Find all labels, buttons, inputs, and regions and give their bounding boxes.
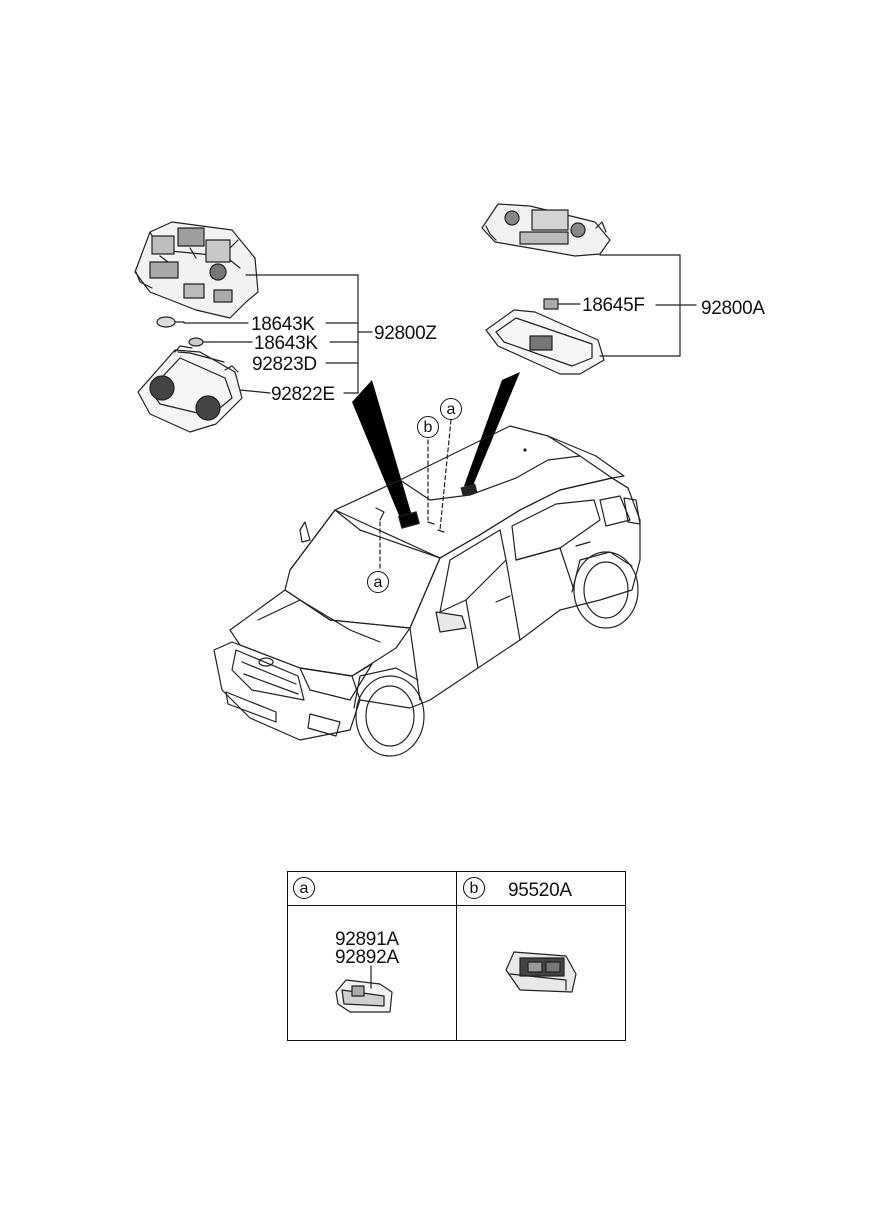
legend-part-92891a: 92891A (335, 929, 399, 950)
rear-leader-lines (599, 254, 697, 357)
rear-lamp-lens (485, 309, 605, 375)
front-wheel (353, 667, 425, 757)
marker-a-roof: a (440, 398, 462, 420)
roof-front-lamp-marker (398, 511, 420, 529)
legend-marker-b: b (463, 877, 485, 899)
car-body (213, 425, 641, 741)
rear-wheel (571, 551, 639, 629)
courtesy-lamp-a-drawing (335, 965, 393, 1013)
front-lamp-lens (137, 345, 243, 433)
label-92823d: 92823D (252, 354, 317, 375)
label-92800z: 92800Z (374, 323, 437, 344)
label-bulb-18643k-1: 18643K (251, 314, 315, 335)
switch-b-drawing (505, 951, 577, 993)
legend-table (287, 871, 626, 1041)
front-leader-lines (177, 274, 373, 394)
legend-table-column-divider (456, 872, 457, 1040)
marker-b-roof: b (417, 416, 439, 438)
roof-rear-lamp-marker (460, 483, 478, 497)
label-92822e: 92822E (271, 384, 335, 405)
legend-marker-a: a (293, 877, 315, 899)
rear-lamp-housing (481, 203, 611, 257)
front-pointer-wedge (352, 380, 412, 518)
label-bulb-18643k-2: 18643K (254, 333, 318, 354)
legend-part-95520a: 95520A (508, 880, 572, 901)
front-lamp-bulb-1 (156, 316, 185, 328)
rear-lamp-bulb (543, 298, 581, 310)
rear-pointer-wedge (464, 372, 520, 488)
label-18645f: 18645F (582, 295, 645, 316)
front-lamp-housing (134, 221, 259, 319)
front-lamp-bulb-2 (188, 337, 211, 347)
legend-part-92892a: 92892A (335, 947, 399, 968)
label-92800a: 92800A (701, 298, 765, 319)
marker-a-hood: a (367, 571, 389, 593)
